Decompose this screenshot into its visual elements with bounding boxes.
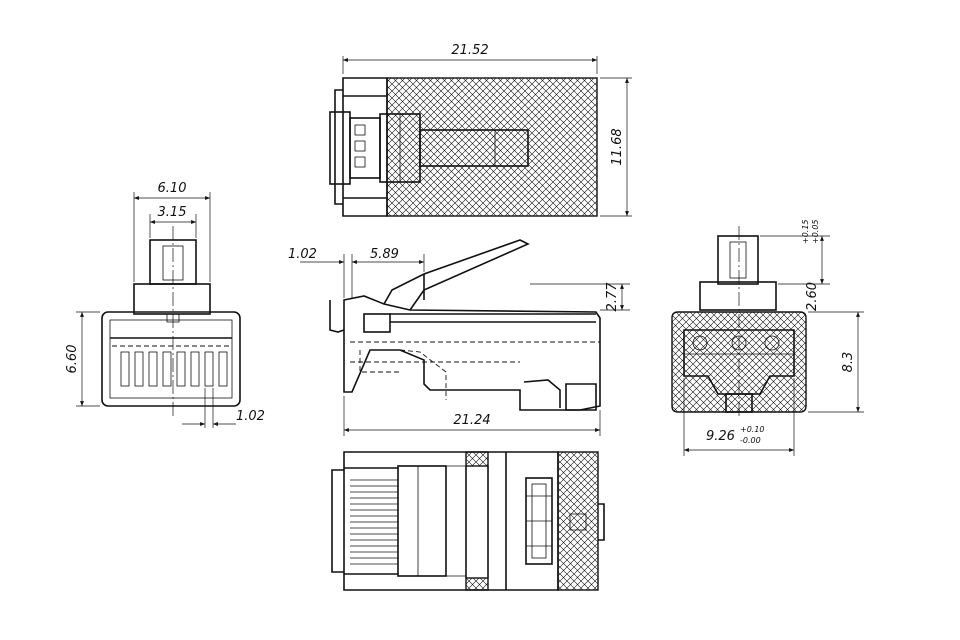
dim-front-height: 6.60 [65, 345, 80, 374]
bottom-contacts [350, 479, 398, 565]
dim-top-length: 21.52 [451, 43, 488, 58]
dim-top-height: 11.68 [610, 128, 625, 165]
dim-rear-height: 8.3 [841, 352, 856, 373]
dim-side-step: 2.77 [605, 282, 620, 312]
dim-rear-width-tol-upper: +0.10 [740, 425, 765, 434]
dim-rear-width-tol-lower: -0.00 [740, 436, 761, 445]
top-view: 21.52 11.68 [329, 43, 632, 217]
rear-view: 2.60 +0.15 +0.05 8.3 9.26 +0.10 -0.00 [671, 219, 864, 456]
dim-rear-tab-tol-upper: +0.15 [801, 219, 810, 244]
dim-side-offset: 1.02 [288, 247, 317, 262]
dim-rear-tab-tol-lower: +0.05 [811, 219, 820, 244]
dim-side-length: 21.24 [453, 413, 490, 428]
dim-side-latch: 5.89 [370, 247, 399, 262]
dim-front-pin-pitch: 1.02 [236, 409, 265, 424]
side-view: 1.02 5.89 2.77 21.24 [288, 239, 630, 436]
bottom-view [331, 451, 605, 591]
front-view: 6.10 3.15 6.60 1.02 [65, 181, 265, 428]
front-contacts [120, 351, 228, 387]
dim-front-inner-width: 3.15 [158, 205, 187, 220]
dim-rear-width: 9.26 [706, 429, 735, 444]
dim-rear-tab-height: 2.60 [805, 282, 820, 311]
dim-front-width: 6.10 [158, 181, 187, 196]
